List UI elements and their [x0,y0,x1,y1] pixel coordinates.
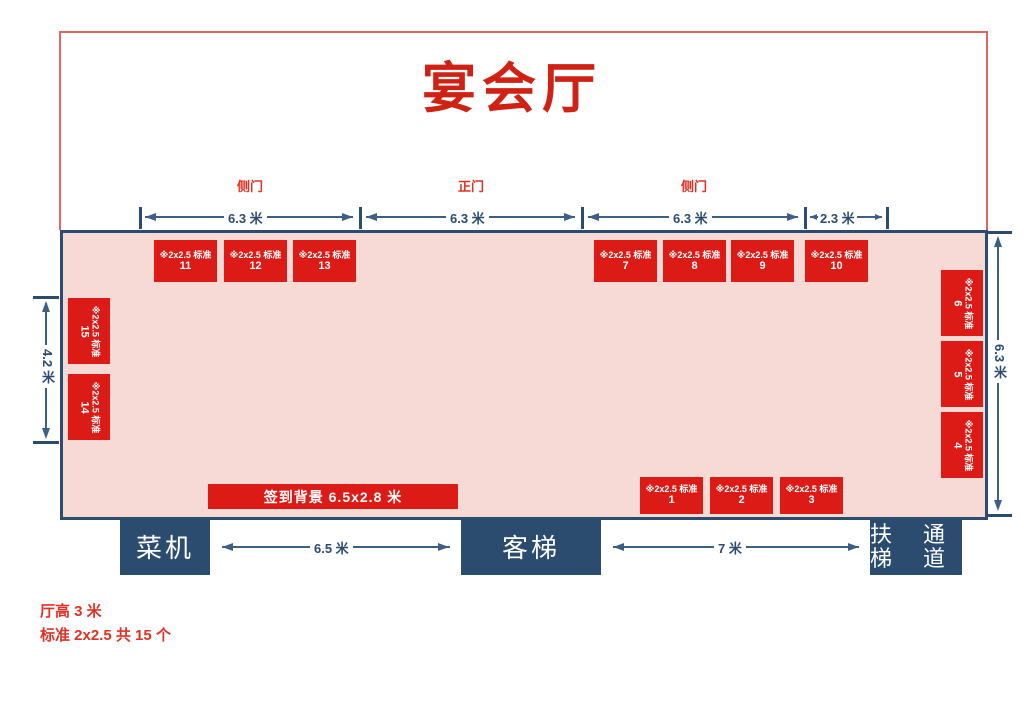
arrow-right-icon [848,542,859,551]
booth-number: 12 [249,259,262,272]
booth-number: 6 [951,299,964,307]
booth-type-label: ※2x2.5 标准 [668,249,721,260]
facility-food-elevator[interactable]: 菜机 [120,518,210,575]
footer-notes: 厅高 3 米 标准 2x2.5 共 15 个 [40,600,171,648]
booth-type-label: ※2x2.5 标准 [963,348,974,400]
door-label-side-left: 侧门 [236,179,263,194]
dimension-bottom-2: 7 米 [714,538,746,557]
arrow-right-icon [438,542,449,551]
booth-8[interactable]: ※2x2.5 标准 8 [663,240,726,282]
note-booth-count: 标准 2x2.5 共 15 个 [40,627,171,644]
door-label-main: 正门 [457,179,484,194]
booth-number: 1 [668,494,675,507]
arrow-up-icon [993,236,1002,247]
booth-2[interactable]: ※2x2.5 标准 2 [710,477,773,514]
booth-type-label: ※2x2.5 标准 [963,419,974,471]
booth-5[interactable]: ※2x2.5 标准 5 [941,341,983,407]
booth-1[interactable]: ※2x2.5 标准 1 [640,477,703,514]
booth-type-label: ※2x2.5 标准 [90,381,101,433]
booth-12[interactable]: ※2x2.5 标准 12 [224,240,287,282]
dimension-top-1: 6.3 米 [224,208,267,227]
booth-number: 15 [78,324,91,338]
dimension-left: 4.2 米 [38,345,57,388]
arrow-left-icon [366,212,377,221]
dimension-top-2: 6.3 米 [446,208,489,227]
booth-7[interactable]: ※2x2.5 标准 7 [594,240,657,282]
arrow-right-icon [342,212,353,221]
dim-tick [804,207,807,229]
booth-type-label: ※2x2.5 标准 [599,249,652,260]
booth-11[interactable]: ※2x2.5 标准 11 [154,240,217,282]
booth-number: 2 [738,494,745,507]
dimension-right: 6.3 米 [990,340,1009,383]
arrow-left-icon [145,212,156,221]
dimension-bottom-1: 6.5 米 [310,538,353,557]
arrow-down-icon [993,500,1002,511]
booth-type-label: ※2x2.5 标准 [810,249,863,260]
booth-type-label: ※2x2.5 标准 [159,249,212,260]
dim-tick [359,207,362,229]
booth-9[interactable]: ※2x2.5 标准 9 [731,240,794,282]
booth-number: 10 [830,259,843,272]
facility-escalator-label: 扶梯 [870,522,893,571]
booth-number: 13 [318,259,331,272]
arrow-left-icon [613,542,624,551]
booth-number: 9 [759,259,766,272]
booth-13[interactable]: ※2x2.5 标准 13 [293,240,356,282]
dim-tick [33,441,59,444]
dim-tick [886,207,889,229]
booth-number: 7 [622,259,629,272]
booth-number: 8 [691,259,698,272]
booth-6[interactable]: ※2x2.5 标准 6 [941,270,983,336]
booth-4[interactable]: ※2x2.5 标准 4 [941,412,983,478]
arrow-down-icon [41,428,50,439]
arrow-left-icon [222,542,233,551]
booth-number: 3 [808,494,815,507]
arrow-right-icon [564,212,575,221]
booth-type-label: ※2x2.5 标准 [736,249,789,260]
dim-tick [988,514,1012,517]
booth-10[interactable]: ※2x2.5 标准 10 [805,240,868,282]
dim-tick [581,207,584,229]
facility-passenger-elevator[interactable]: 客梯 [461,518,601,575]
booth-number: 11 [179,259,192,272]
booth-number: 4 [951,441,964,449]
dimension-top-3: 6.3 米 [669,208,712,227]
booth-type-label: ※2x2.5 标准 [963,277,974,329]
arrow-right-icon [875,213,882,220]
arrow-left-icon [810,213,817,220]
plan-outer-boundary [59,31,988,230]
signin-backdrop[interactable]: 签到背景 6.5x2.8 米 [208,484,458,509]
booth-type-label: ※2x2.5 标准 [715,484,768,494]
booth-type-label: ※2x2.5 标准 [229,249,282,260]
door-label-side-right: 侧门 [680,179,707,194]
page-title: 宴会厅 [422,59,602,119]
dim-tick [139,207,142,229]
booth-type-label: ※2x2.5 标准 [298,249,351,260]
facility-passage-label: 通道 [923,522,946,571]
dim-tick [988,231,1012,234]
dim-tick [33,296,59,299]
booth-type-label: ※2x2.5 标准 [785,484,838,494]
booth-15[interactable]: ※2x2.5 标准 15 [68,298,110,364]
arrow-right-icon [787,212,798,221]
booth-number: 14 [78,400,91,414]
booth-type-label: ※2x2.5 标准 [90,305,101,357]
facility-escalator-passage[interactable]: 扶梯 通道 [870,518,962,575]
booth-3[interactable]: ※2x2.5 标准 3 [780,477,843,514]
arrow-up-icon [41,301,50,312]
booth-14[interactable]: ※2x2.5 标准 14 [68,374,110,440]
note-hall-height: 厅高 3 米 [40,603,102,620]
booth-number: 5 [951,370,964,378]
dimension-top-4: 2.3 米 [818,208,857,227]
arrow-left-icon [588,212,599,221]
booth-type-label: ※2x2.5 标准 [645,484,698,494]
